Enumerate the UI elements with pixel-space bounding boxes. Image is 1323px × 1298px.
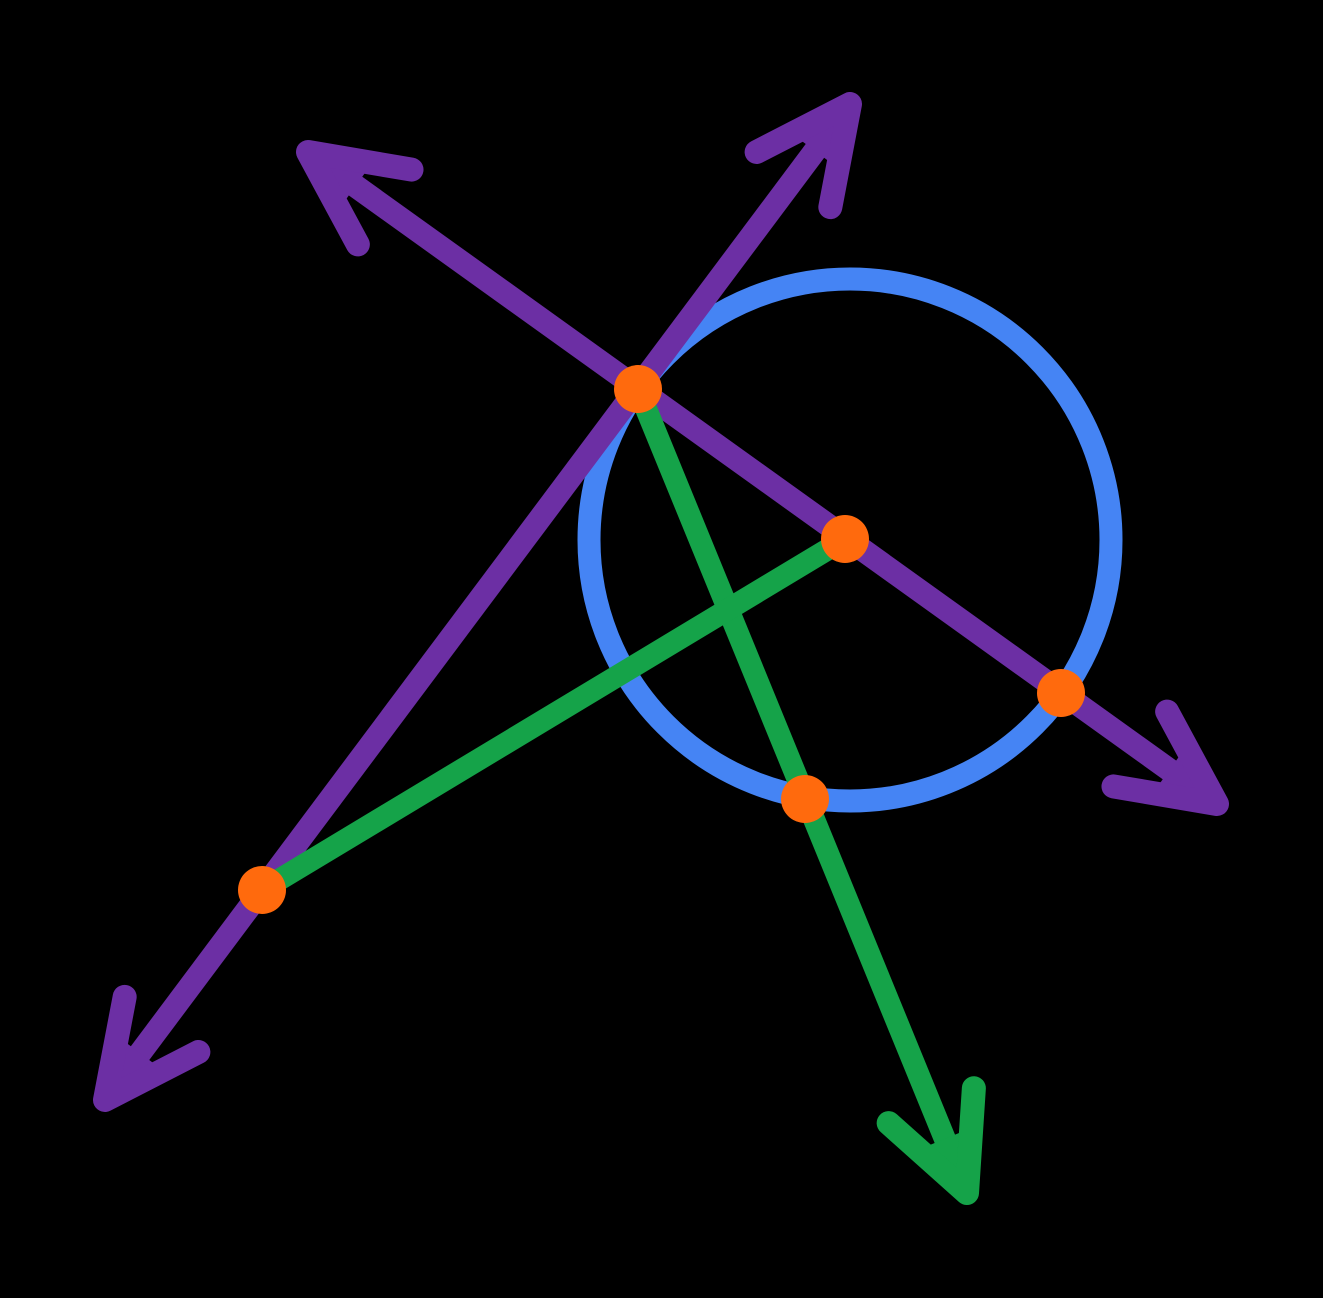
segment-green-shaft [256, 529, 851, 900]
point-circle-center[interactable] [821, 515, 869, 563]
circle [577, 267, 1123, 813]
line-b-arrowhead-start [93, 984, 211, 1112]
point-circle-bottom[interactable] [781, 775, 829, 823]
ray-green-arrowhead-end [876, 1076, 986, 1205]
line-b-shaft [95, 97, 860, 1107]
point-circle-right[interactable] [1037, 669, 1085, 717]
point-intersection-top[interactable] [614, 365, 662, 413]
point-bottom-left[interactable] [238, 866, 286, 914]
line-a-arrowhead-start [296, 140, 424, 257]
line-a-arrowhead-end [1101, 699, 1229, 816]
line-b-arrowhead-end [744, 92, 862, 220]
